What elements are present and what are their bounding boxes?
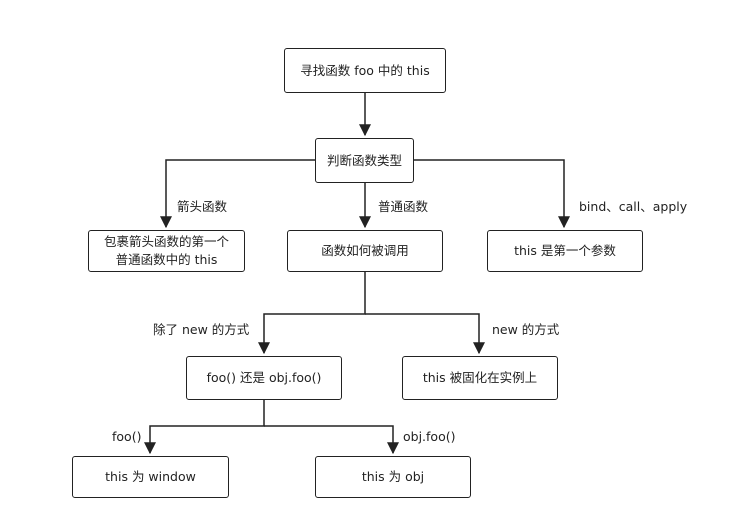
edge-label-new: new 的方式 xyxy=(492,322,560,337)
node-new-result: this 被固化在实例上 xyxy=(402,356,558,400)
node-find-this: 寻找函数 foo 中的 this xyxy=(284,48,446,93)
node-this-obj: this 为 obj xyxy=(315,456,471,498)
edge-foo-to-obj xyxy=(264,425,399,455)
edge-label-obj-call: obj.foo() xyxy=(403,429,456,444)
node-arrow-function-label-line1: 包裹箭头函数的第一个 xyxy=(103,234,229,249)
edge-label-normal: 普通函数 xyxy=(378,199,429,214)
node-bind-result-label: this 是第一个参数 xyxy=(514,243,616,258)
node-this-obj-label: this 为 obj xyxy=(361,469,425,484)
node-how-called: 函数如何被调用 xyxy=(287,230,443,272)
edge-label-bind: bind、call、apply xyxy=(579,199,688,214)
node-new-result-label: this 被固化在实例上 xyxy=(422,370,538,385)
node-foo-or-obj-label: foo() 还是 obj.foo() xyxy=(206,370,322,385)
edge-called-to-new xyxy=(365,313,485,355)
edge-label-arrow: 箭头函数 xyxy=(177,199,228,214)
node-arrow-function: 包裹箭头函数的第一个 普通函数中的 this xyxy=(88,230,245,272)
edge-judge-to-arrow xyxy=(160,159,315,229)
edge-foo-to-window xyxy=(144,400,265,455)
node-this-window: this 为 window xyxy=(72,456,229,498)
edge-called-to-not-new xyxy=(258,272,366,355)
edge-judge-to-bind xyxy=(414,159,570,229)
node-find-this-label: 寻找函数 foo 中的 this xyxy=(300,62,430,78)
edge-label-foo-call: foo() xyxy=(112,429,142,444)
node-this-window-label: this 为 window xyxy=(105,469,196,484)
node-judge-type: 判断函数类型 xyxy=(315,138,414,183)
node-bind-result: this 是第一个参数 xyxy=(487,230,643,272)
edge-label-not-new: 除了 new 的方式 xyxy=(153,322,250,337)
node-judge-type-label: 判断函数类型 xyxy=(326,152,402,168)
node-arrow-function-label-line2: 普通函数中的 this xyxy=(115,252,218,267)
node-how-called-label: 函数如何被调用 xyxy=(321,243,409,258)
node-foo-or-obj: foo() 还是 obj.foo() xyxy=(186,356,342,400)
